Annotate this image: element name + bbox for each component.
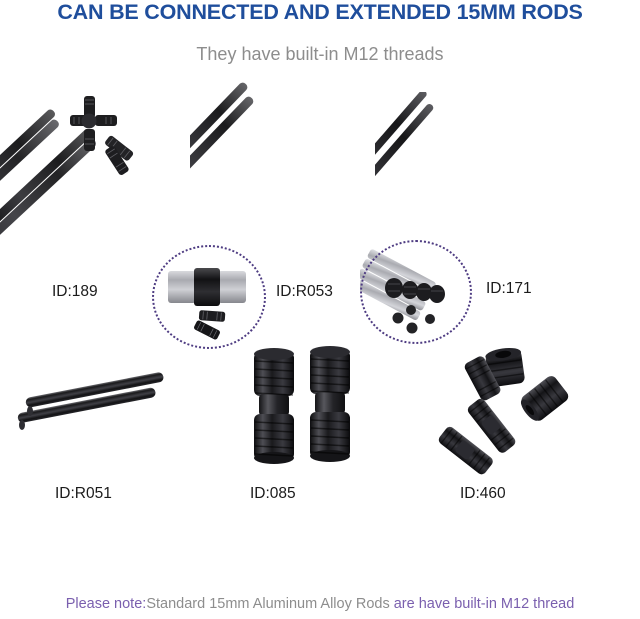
product-label-460: ID:460 [460, 485, 506, 502]
product-label-r053: ID:R053 [276, 283, 333, 300]
product-image-171 [375, 92, 550, 272]
product-image-189 [0, 82, 175, 262]
footer-note-prefix: Please note: [65, 596, 147, 612]
footer-note: Please note:Standard 15mm Aluminum Alloy… [0, 596, 640, 612]
product-label-085: ID:085 [250, 485, 296, 502]
callout-ring-2 [360, 240, 472, 344]
callout-rod-connection [152, 245, 266, 349]
callout-rod-threads [360, 240, 472, 344]
page-title: CAN BE CONNECTED AND EXTENDED 15MM RODS [57, 0, 583, 24]
callout-ring-1 [152, 245, 266, 349]
product-label-189: ID:189 [52, 283, 98, 300]
product-label-r051: ID:R051 [55, 485, 112, 502]
footer-note-body: Standard 15mm Aluminum Alloy Rods [146, 596, 394, 612]
product-label-171: ID:171 [486, 280, 532, 297]
product-image-r053 [190, 82, 360, 262]
footer-note-suffix: are have built-in M12 thread [393, 596, 575, 612]
page-subtitle: They have built-in M12 threads [196, 44, 444, 64]
product-image-r051 [10, 370, 175, 465]
product-image-460 [435, 345, 585, 475]
product-image-085 [240, 338, 370, 473]
